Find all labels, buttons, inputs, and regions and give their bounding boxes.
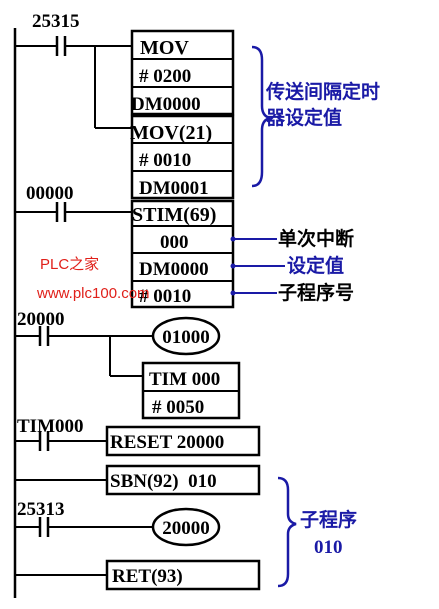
reset-block: [105, 425, 261, 457]
stim-note2: 设定值: [287, 254, 344, 277]
ret-label: RET(93): [112, 566, 183, 587]
watermark-line1: PLC之家: [40, 256, 99, 273]
tim-op: TIM 000: [149, 369, 220, 390]
rung1-note-line2: 器设定值: [265, 106, 342, 129]
mov-block-2: [130, 114, 235, 200]
mov-block-1: [130, 29, 235, 116]
coil-01000-label: 01000: [162, 327, 210, 348]
contact-25315-label: 25315: [32, 11, 80, 32]
sub-note-line2: 010: [314, 537, 343, 558]
ret-block: [105, 559, 261, 591]
sub-note-brace: [277, 476, 297, 588]
mov2-src: # 0010: [139, 150, 191, 171]
coil-20000: [151, 507, 221, 547]
stim-p2: DM0000: [139, 259, 209, 280]
rung1-note-line1: 传送间隔定时: [265, 80, 380, 103]
stim-note2-dot: [230, 263, 236, 269]
contact-25313-label: 25313: [17, 499, 65, 520]
rung1-note-brace: [251, 45, 271, 188]
tim-set: # 0050: [152, 397, 204, 418]
stim-note1-dot: [230, 236, 236, 242]
stim-op: STIM(69): [132, 204, 216, 226]
stim-p1: 000: [160, 232, 189, 253]
contact-tim000-label: TIM000: [17, 416, 84, 437]
stim-note3: 子程序号: [278, 281, 354, 304]
stim-note3-dot: [230, 290, 236, 296]
stim-p3: # 0010: [139, 286, 191, 307]
stim-note1: 单次中断: [278, 227, 354, 250]
contact-00000-label: 00000: [26, 183, 74, 204]
contact-20000-label: 20000: [17, 309, 65, 330]
mov1-op: MOV: [140, 37, 189, 59]
coil-20000-label: 20000: [162, 518, 210, 539]
mov2-dst: DM0001: [139, 178, 209, 199]
watermark-line2: www.plc100.com: [36, 285, 150, 302]
sbn-block: [105, 464, 261, 496]
mov2-op: MOV(21): [130, 122, 212, 144]
mov1-src: # 0200: [139, 66, 191, 87]
reset-label: RESET 20000: [110, 432, 224, 453]
coil-01000: [151, 316, 221, 356]
mov1-dst: DM0000: [131, 94, 201, 115]
sub-note-line1: 子程序: [300, 508, 357, 531]
sbn-label: SBN(92) 010: [110, 471, 217, 492]
